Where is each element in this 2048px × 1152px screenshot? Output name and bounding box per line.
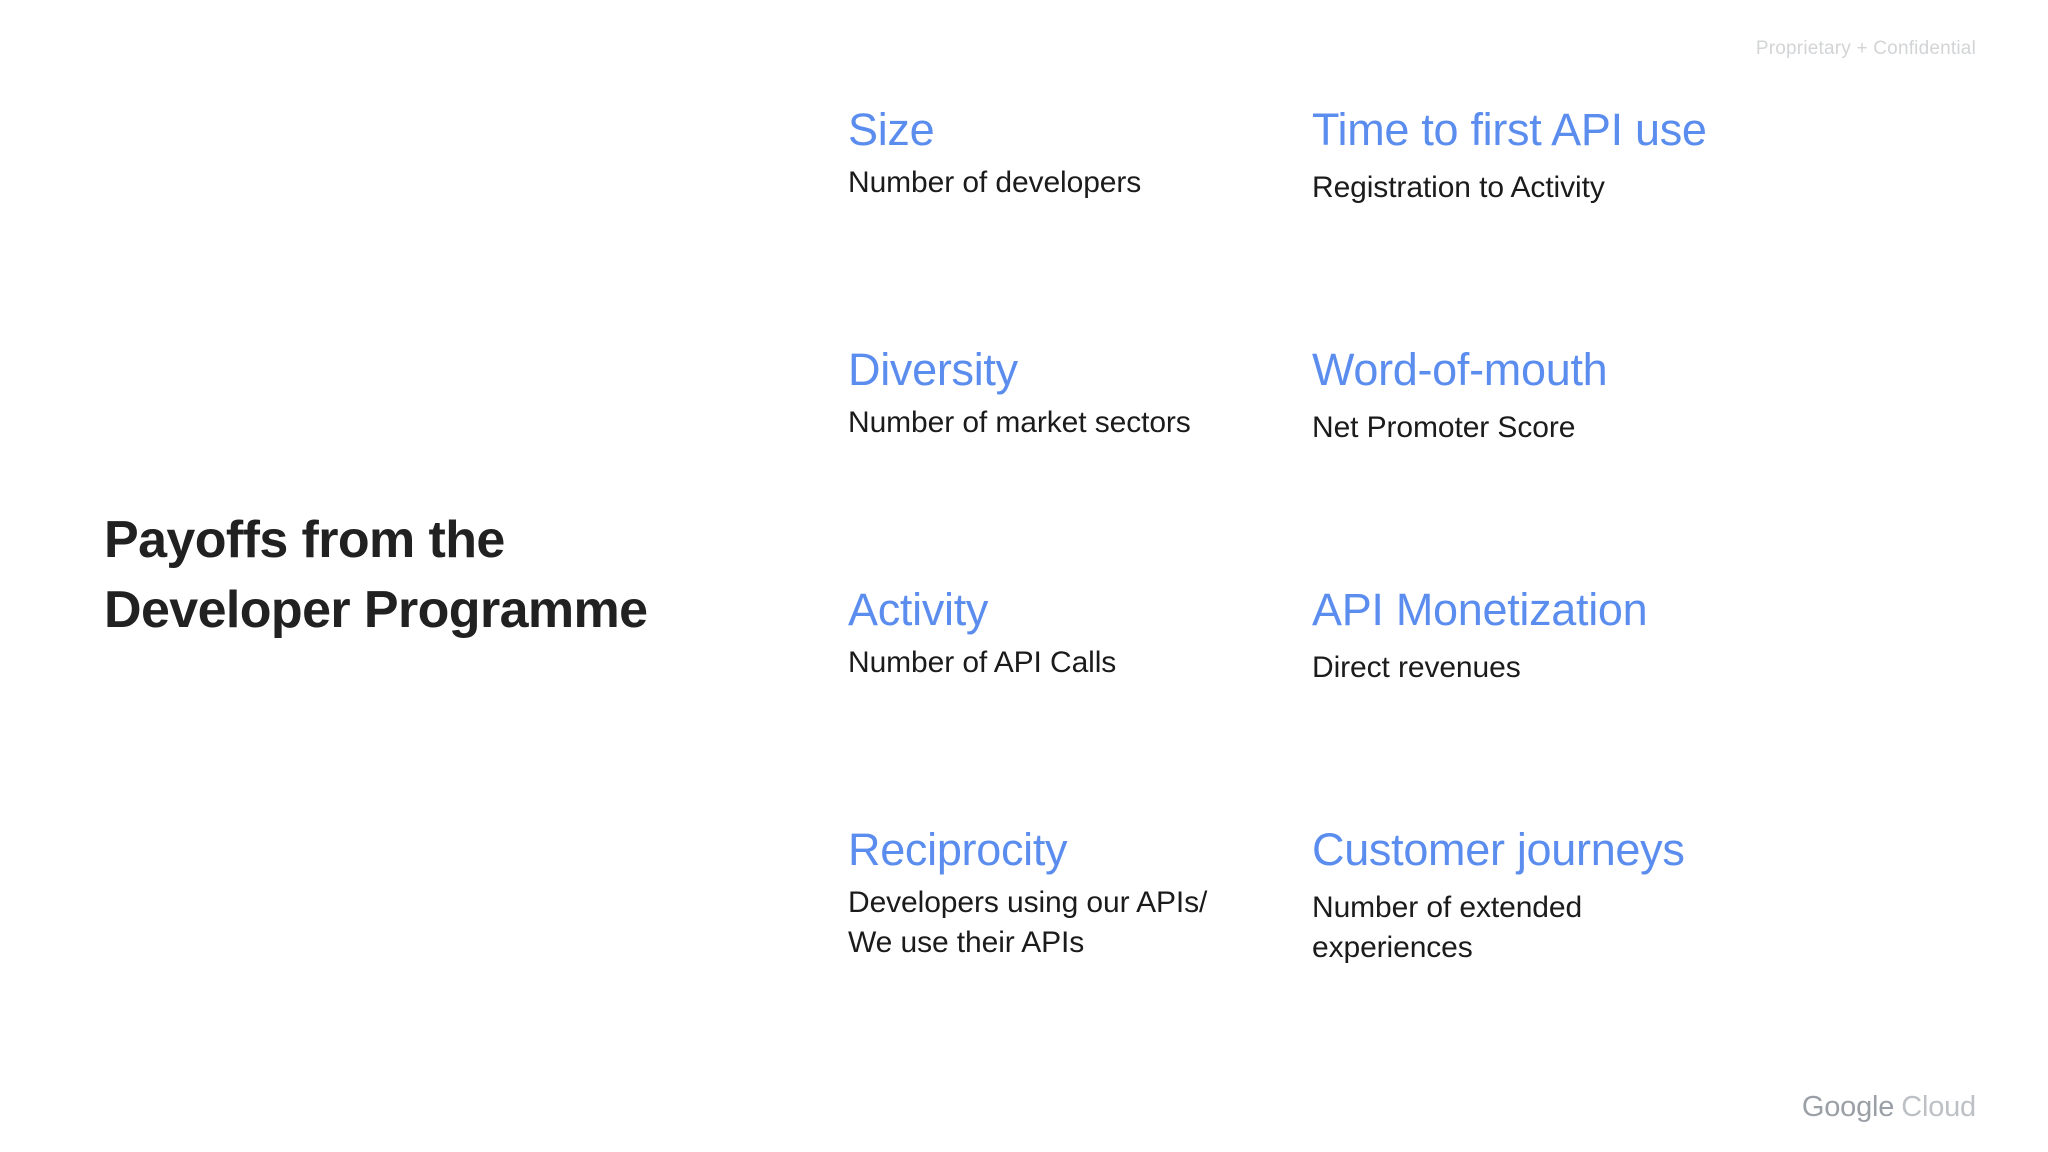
metric-size: Size Number of developers bbox=[848, 104, 1312, 344]
metric-customer-journeys-subtitle: Number of extended experiences bbox=[1312, 888, 1908, 968]
page-title-line-1: Payoffs from the bbox=[104, 511, 505, 569]
metric-word-of-mouth-title: Word-of-mouth bbox=[1312, 344, 1608, 395]
metric-api-monetization-subtitle: Direct revenues bbox=[1312, 651, 1521, 684]
metric-time-to-first-api-use-title: Time to first API use bbox=[1312, 104, 1707, 155]
metric-time-to-first-api-use-subtitle: Registration to Activity bbox=[1312, 171, 1605, 204]
metric-size-subtitle: Number of developers bbox=[848, 166, 1142, 199]
metric-customer-journeys: Customer journeys Number of extended exp… bbox=[1312, 824, 1908, 1064]
page-title: Payoffs from the Developer Programme bbox=[104, 505, 724, 645]
metric-diversity-title: Diversity bbox=[848, 344, 1018, 395]
metric-activity-title: Activity bbox=[848, 584, 989, 635]
metric-reciprocity-subtitle-line-1: Developers using our APIs/ bbox=[848, 886, 1208, 919]
metric-word-of-mouth-subtitle: Net Promoter Score bbox=[1312, 411, 1576, 444]
metric-time-to-first-api-use: Time to first API use Registration to Ac… bbox=[1312, 104, 1908, 344]
metric-reciprocity: Reciprocity Developers using our APIs/ W… bbox=[848, 824, 1312, 1064]
metric-api-monetization: API Monetization Direct revenues bbox=[1312, 584, 1908, 824]
page-title-line-2: Developer Programme bbox=[104, 581, 648, 639]
metric-reciprocity-subtitle: Developers using our APIs/ We use their … bbox=[848, 883, 1312, 963]
metric-api-monetization-title: API Monetization bbox=[1312, 584, 1648, 635]
metric-activity: Activity Number of API Calls bbox=[848, 584, 1312, 824]
metric-diversity: Diversity Number of market sectors bbox=[848, 344, 1312, 584]
metric-reciprocity-subtitle-line-2: We use their APIs bbox=[848, 926, 1085, 959]
metric-diversity-subtitle: Number of market sectors bbox=[848, 406, 1191, 439]
metric-size-title: Size bbox=[848, 104, 935, 155]
metric-customer-journeys-subtitle-line-1: Number of extended bbox=[1312, 891, 1583, 924]
metric-customer-journeys-title: Customer journeys bbox=[1312, 824, 1685, 875]
google-cloud-logo-cloud: Cloud bbox=[1901, 1091, 1976, 1123]
confidential-notice: Proprietary + Confidential bbox=[1755, 38, 1976, 59]
metrics-grid: Size Number of developers Time to first … bbox=[848, 104, 1908, 1064]
metric-word-of-mouth: Word-of-mouth Net Promoter Score bbox=[1312, 344, 1908, 584]
metric-activity-subtitle: Number of API Calls bbox=[848, 646, 1117, 679]
metric-customer-journeys-subtitle-line-2: experiences bbox=[1312, 931, 1473, 964]
metric-reciprocity-title: Reciprocity bbox=[848, 824, 1068, 875]
google-cloud-logo-google: Google bbox=[1801, 1091, 1895, 1123]
